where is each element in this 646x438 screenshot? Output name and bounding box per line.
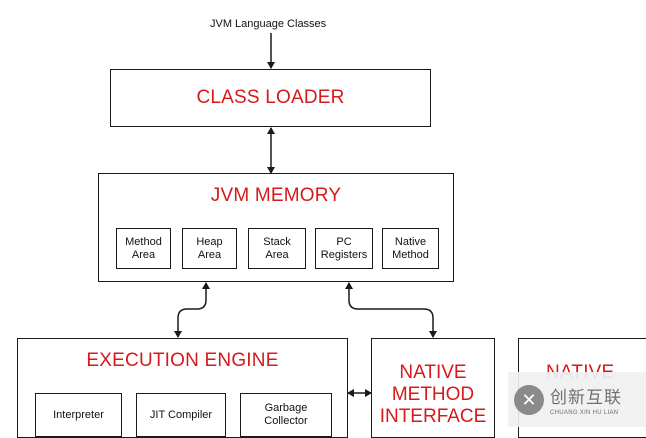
heap-area: Heap Area: [182, 228, 237, 269]
execution-engine-title: EXECUTION ENGINE: [86, 350, 279, 371]
interpreter: Interpreter: [35, 393, 122, 437]
input-label: JVM Language Classes: [210, 18, 327, 30]
method-area-label: Method Area: [125, 235, 162, 261]
pc-registers-label: PC Registers: [320, 235, 368, 261]
stack-area: Stack Area: [248, 228, 306, 269]
arrow-memory-engine: [174, 282, 210, 338]
garbage-collector-label: Garbage Collector: [264, 402, 308, 427]
native-method-interface-box: NATIVE METHOD INTERFACE: [371, 338, 495, 438]
native-method-area: Native Method: [382, 228, 439, 269]
jvm-memory-box: JVM MEMORY Method Area Heap Area Stack A…: [98, 173, 454, 282]
class-loader-title: CLASS LOADER: [196, 87, 345, 108]
arrow-memory-nmi: [345, 282, 437, 338]
watermark-main-text: 创新互联: [550, 388, 622, 408]
watermark-sub-text: CHUANG XIN HU LIAN: [550, 410, 619, 416]
native-method-area-label: Native Method: [392, 235, 429, 261]
execution-engine-box: EXECUTION ENGINE Interpreter JIT Compile…: [17, 338, 348, 438]
watermark: ✕ 创新互联 CHUANG XIN HU LIAN: [508, 372, 646, 427]
garbage-collector: Garbage Collector: [240, 393, 332, 437]
connector-arrows: [174, 33, 437, 397]
jvm-memory-title: JVM MEMORY: [210, 185, 342, 206]
method-area: Method Area: [116, 228, 171, 269]
heap-area-label: Heap Area: [196, 235, 223, 261]
class-loader-box: CLASS LOADER: [110, 69, 431, 127]
interpreter-label: Interpreter: [53, 408, 104, 421]
jit-compiler: JIT Compiler: [136, 393, 226, 437]
native-method-interface-title: NATIVE METHOD INTERFACE: [379, 362, 487, 427]
pc-registers: PC Registers: [315, 228, 373, 269]
watermark-logo-icon: ✕: [514, 384, 544, 415]
jit-compiler-label: JIT Compiler: [149, 408, 213, 421]
stack-area-label: Stack Area: [263, 235, 291, 261]
